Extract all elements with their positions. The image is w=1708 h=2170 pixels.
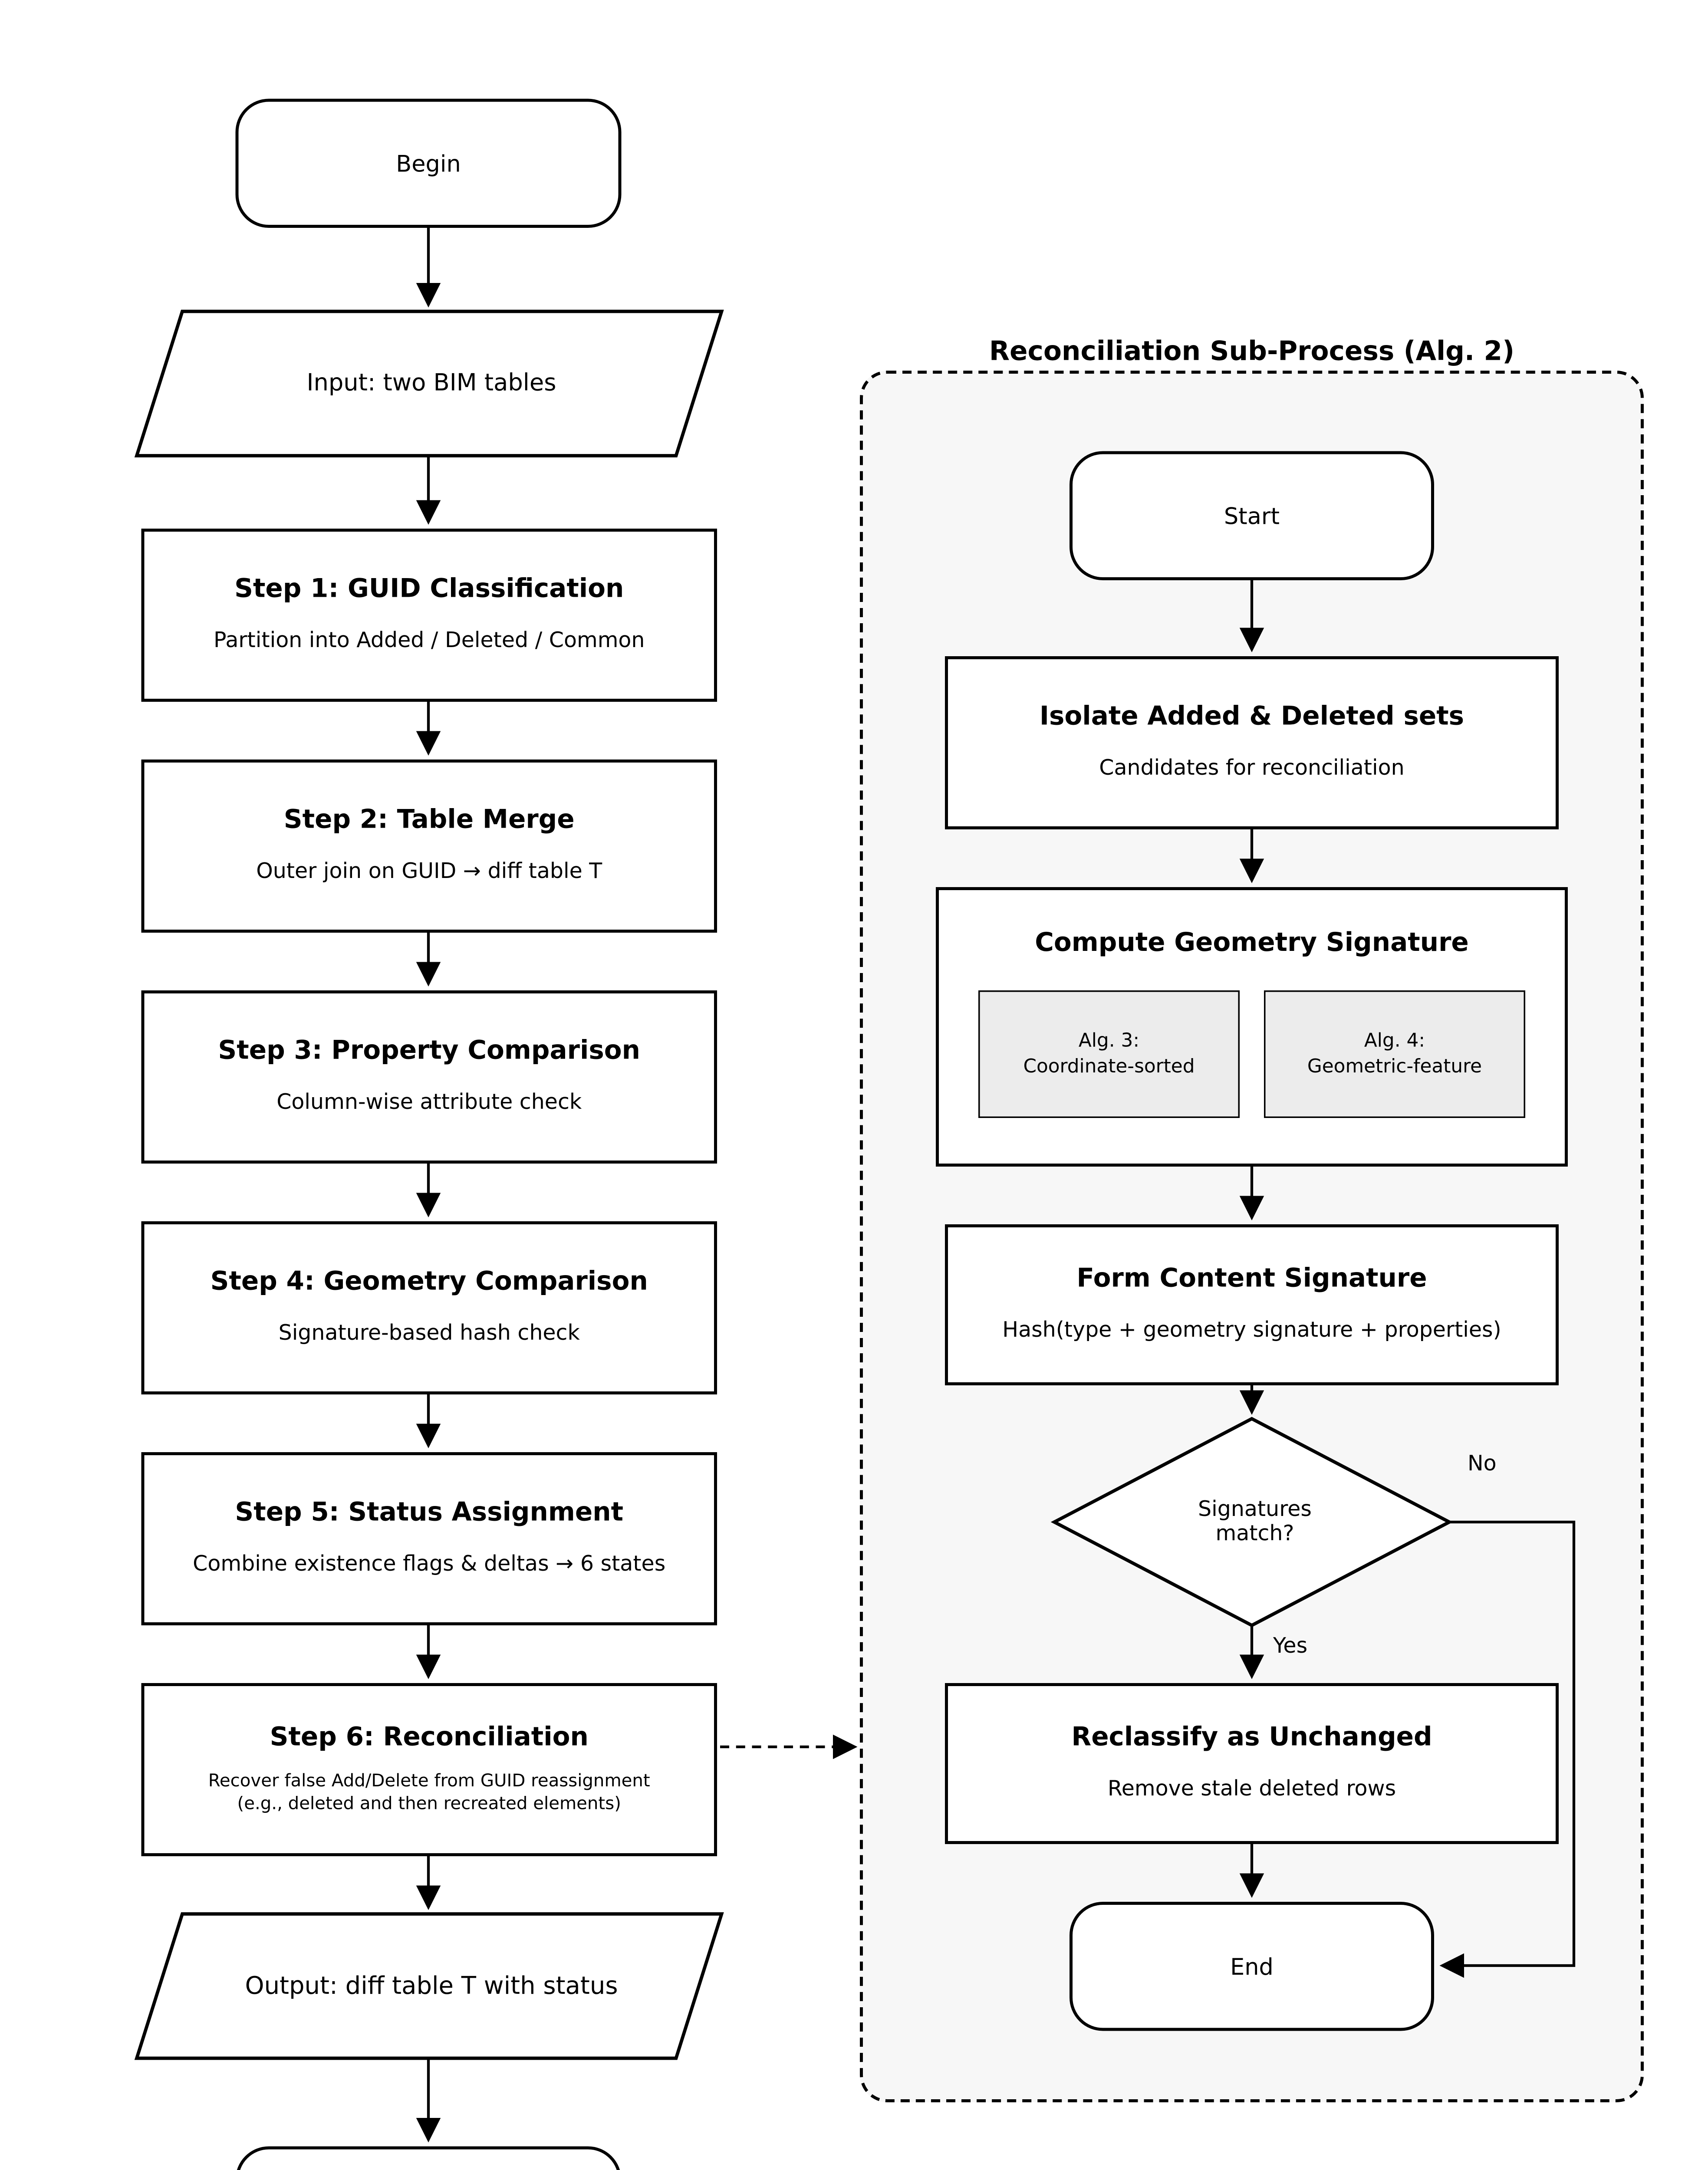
reclassify-title: Reclassify as Unchanged [1071, 1723, 1432, 1753]
begin-label: Begin [396, 149, 461, 177]
step-3-subtitle: Column-wise attribute check [276, 1090, 582, 1115]
decision-diamond [1050, 1417, 1453, 1628]
step-4-node: Step 4: Geometry Comparison Signature-ba… [141, 1221, 717, 1394]
start-node: Start [1070, 451, 1434, 580]
form-node: Form Content Signature Hash(type + geome… [945, 1224, 1559, 1385]
compute-title: Compute Geometry Signature [1035, 928, 1469, 959]
step-5-subtitle: Combine existence flags & deltas → 6 sta… [193, 1552, 666, 1576]
step-2-subtitle: Outer join on GUID → diff table T [256, 859, 602, 884]
alg4-node: Alg. 4: Geometric-feature [1264, 990, 1525, 1118]
step-6-title: Step 6: Reconciliation [270, 1723, 589, 1753]
alg3-node: Alg. 3: Coordinate-sorted [978, 990, 1240, 1118]
input-label: Input: two BIM tables [306, 369, 556, 397]
step-1-title: Step 1: GUID Classification [234, 574, 624, 605]
output-parallelogram [134, 1912, 724, 2060]
output-label: Output: diff table T with status [245, 1971, 618, 2000]
yes-label: Yes [1273, 1634, 1308, 1659]
isolate-node: Isolate Added & Deleted sets Candidates … [945, 656, 1559, 829]
end-node-subprocess: End [1070, 1902, 1434, 2031]
no-label: No [1468, 1452, 1497, 1476]
step-2-node: Step 2: Table Merge Outer join on GUID →… [141, 760, 717, 933]
step-5-title: Step 5: Status Assignment [235, 1498, 624, 1529]
arrow-no [1439, 1520, 1576, 1978]
compute-node: Compute Geometry Signature Alg. 3: Coord… [936, 887, 1568, 1167]
reclassify-subtitle: Remove stale deleted rows [1107, 1776, 1396, 1801]
step-3-title: Step 3: Property Comparison [218, 1036, 641, 1067]
decision-label: Signatures match? [1198, 1498, 1312, 1546]
step-2-title: Step 2: Table Merge [283, 805, 575, 836]
step-3-node: Step 3: Property Comparison Column-wise … [141, 990, 717, 1164]
alg3-label: Alg. 3: Coordinate-sorted [1023, 1028, 1195, 1077]
start-label: Start [1224, 502, 1280, 529]
alg4-label: Alg. 4: Geometric-feature [1307, 1028, 1482, 1077]
end-node: End [235, 2146, 622, 2170]
step-6-subtitle: Recover false Add/Delete from GUID reass… [208, 1769, 650, 1814]
step-6-node: Step 6: Reconciliation Recover false Add… [141, 1683, 717, 1856]
step-4-title: Step 4: Geometry Comparison [210, 1267, 648, 1298]
subprocess-title: Reconciliation Sub-Process (Alg. 2) [989, 337, 1515, 368]
reclassify-node: Reclassify as Unchanged Remove stale del… [945, 1683, 1559, 1844]
isolate-title: Isolate Added & Deleted sets [1039, 702, 1464, 733]
form-subtitle: Hash(type + geometry signature + propert… [1002, 1318, 1501, 1342]
form-title: Form Content Signature [1076, 1264, 1427, 1295]
step-1-subtitle: Partition into Added / Deleted / Common [214, 628, 645, 653]
step-5-node: Step 5: Status Assignment Combine existe… [141, 1452, 717, 1625]
input-parallelogram [134, 309, 724, 457]
step-1-node: Step 1: GUID Classification Partition in… [141, 529, 717, 702]
isolate-subtitle: Candidates for reconciliation [1099, 756, 1405, 780]
step-4-subtitle: Signature-based hash check [278, 1321, 580, 1345]
subprocess-end-label: End [1230, 1953, 1274, 1980]
begin-node: Begin [235, 99, 622, 228]
